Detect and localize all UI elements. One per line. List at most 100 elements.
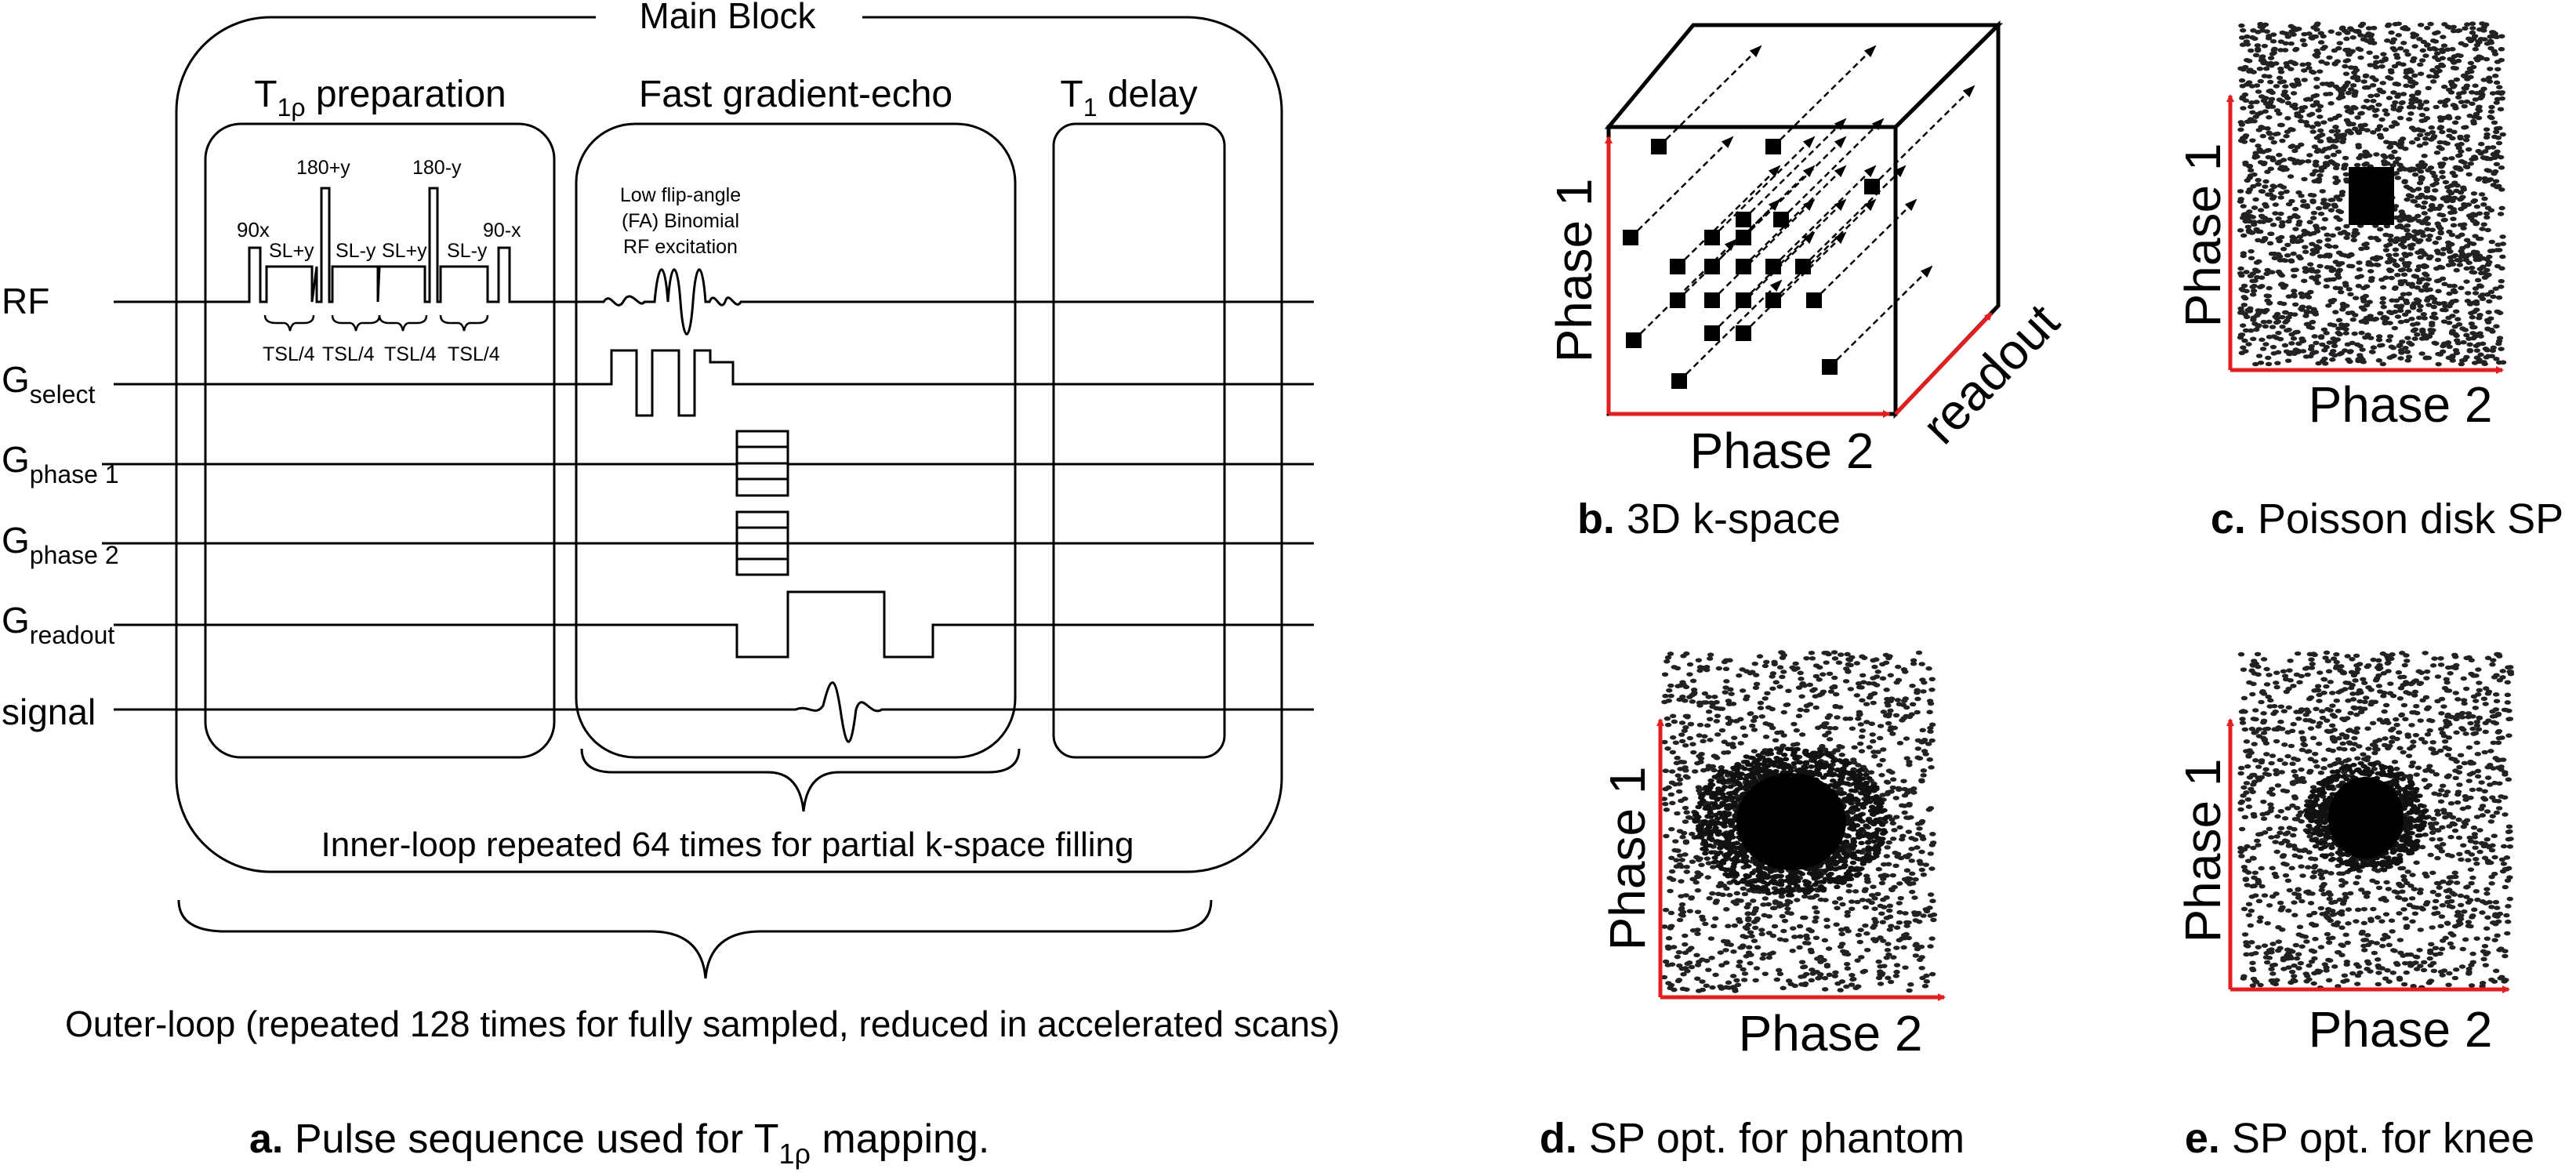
- sample-dot: [2484, 327, 2491, 332]
- sample-dot: [1825, 946, 1833, 951]
- sample-dot: [1782, 938, 1789, 943]
- sample-point: [1736, 259, 1751, 274]
- sample-dot: [2398, 257, 2405, 262]
- sample-dot: [1856, 939, 1863, 945]
- sample-dot: [2254, 274, 2261, 280]
- sample-dot: [2320, 34, 2327, 39]
- sample-dot: [2391, 325, 2399, 331]
- sample-dot: [2273, 311, 2281, 317]
- sample-dot: [2433, 150, 2441, 155]
- sample-dot: [1703, 856, 1711, 861]
- sample-dot: [2338, 192, 2346, 198]
- sample-dot: [2275, 236, 2282, 241]
- sample-dot: [2319, 342, 2326, 347]
- pulse-180my: 180-y: [412, 157, 462, 179]
- sample-dot: [2252, 197, 2259, 202]
- sample-dot: [1914, 690, 1921, 695]
- sample-dot: [1712, 916, 1719, 921]
- sample-dot: [2317, 263, 2324, 269]
- sample-dot: [2266, 319, 2273, 325]
- sample-dot: [2449, 198, 2456, 204]
- sample-dot: [2450, 223, 2458, 228]
- sample-dot: [2362, 335, 2369, 340]
- pulse-sl2: SL-y: [336, 240, 376, 262]
- sample-dot: [1752, 978, 1759, 983]
- tsl-brace-1: [263, 314, 315, 332]
- sample-dot: [1733, 891, 1741, 896]
- sample-dot: [2499, 241, 2507, 246]
- sample-dot: [2408, 84, 2416, 89]
- sample-dot: [2445, 114, 2452, 119]
- sample-dot: [2401, 180, 2408, 185]
- sample-dot: [2379, 361, 2386, 367]
- sample-dot: [2238, 286, 2245, 292]
- sample-dot: [2382, 275, 2389, 280]
- sample-dot: [1879, 837, 1886, 841]
- sample-dot: [2425, 85, 2433, 91]
- sample-dot: [1671, 665, 1678, 670]
- sample-dot: [2405, 267, 2413, 273]
- sample-point: [1773, 212, 1789, 227]
- sample-dot: [2454, 28, 2462, 34]
- sample-dot: [2382, 127, 2389, 132]
- sample-dot: [2345, 254, 2353, 259]
- sample-dot: [2326, 252, 2333, 257]
- sample-dot: [1736, 673, 1743, 678]
- sample-dot: [1929, 832, 1936, 837]
- sample-dot: [2415, 250, 2422, 255]
- sample-dot: [2483, 211, 2491, 216]
- sample-dot: [2414, 300, 2422, 306]
- sample-dot: [2291, 312, 2298, 317]
- sample-dot: [2461, 222, 2468, 227]
- sample-dot: [2394, 238, 2401, 243]
- sample-dot: [2346, 263, 2353, 269]
- sample-dot: [2428, 125, 2435, 130]
- sample-dot: [1705, 709, 1713, 714]
- sample-dot: [2284, 318, 2291, 323]
- sample-dot: [1930, 917, 1937, 923]
- sample-dot: [1758, 927, 1765, 932]
- sample-dot: [2486, 254, 2493, 260]
- sample-dot: [1712, 900, 1719, 906]
- sample-dot: [2278, 122, 2285, 128]
- sample-dot: [1896, 881, 1903, 886]
- sample-dot: [2338, 94, 2346, 100]
- sample-dot: [2410, 104, 2417, 110]
- main-block-title-bg: [596, 0, 862, 34]
- sample-dot: [2498, 34, 2505, 39]
- sample-dot: [2454, 95, 2462, 100]
- sample-dot: [2313, 249, 2320, 255]
- sample-dot: [2483, 274, 2491, 278]
- sample-dot: [2295, 254, 2302, 259]
- sample-dot: [1696, 858, 1703, 862]
- sample-dot: [1928, 677, 1936, 682]
- sample-dot: [2399, 339, 2406, 344]
- sample-dot: [2317, 172, 2324, 178]
- sample-dot: [2288, 341, 2295, 346]
- sample-dot: [2331, 144, 2338, 150]
- sample-dot: [1870, 700, 1877, 706]
- sample-dot: [1900, 945, 1907, 950]
- sample-dot: [2309, 320, 2317, 325]
- sample-dot: [2419, 48, 2426, 53]
- sample-dot: [1780, 765, 1787, 771]
- sample-dot: [1723, 679, 1730, 684]
- sample-dot: [2309, 111, 2316, 117]
- signal-waveform: [114, 681, 1314, 743]
- sample-dot: [2367, 235, 2375, 241]
- sample-dot: [1889, 873, 1896, 878]
- sample-dot: [2476, 27, 2483, 32]
- sample-dot: [2415, 264, 2423, 269]
- sample-dot: [2272, 211, 2279, 216]
- sample-dot: [1803, 879, 1810, 884]
- sample-dot: [1753, 681, 1761, 687]
- sample-dot: [2284, 252, 2291, 258]
- sample-dot: [2411, 44, 2418, 49]
- sample-dot: [2264, 192, 2272, 197]
- sample-dot: [1821, 987, 1829, 992]
- sample-dot: [1873, 785, 1880, 790]
- sample-dot: [1873, 854, 1880, 858]
- sample-dot: [1731, 986, 1739, 992]
- sample-dot: [2478, 94, 2486, 100]
- sample-dot: [2476, 176, 2483, 181]
